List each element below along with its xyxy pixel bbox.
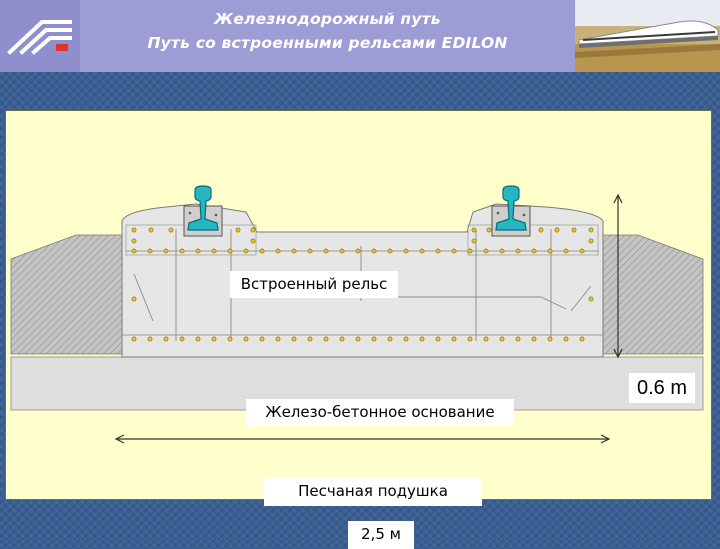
slide-title-line-1: Железнодорожный путь	[214, 10, 441, 28]
rebar-dot	[371, 248, 377, 254]
rebar-dot	[486, 227, 492, 233]
maglev-train-image	[575, 0, 720, 72]
rebar-dot	[307, 248, 313, 254]
rebar-dot	[131, 296, 137, 302]
rebar-dot	[371, 336, 377, 342]
rebar-dot	[387, 248, 393, 254]
rebar-dot	[211, 336, 217, 342]
rebar-dot	[588, 296, 594, 302]
rebar-dot	[195, 248, 201, 254]
rebar-dot	[323, 336, 329, 342]
rebar-dot	[538, 227, 544, 233]
rebar-dot	[250, 238, 256, 244]
rebar-dot	[547, 336, 553, 342]
rebar-dot	[131, 238, 137, 244]
rebar-dot	[131, 227, 137, 233]
height-dimension-label: 0.6 m	[629, 373, 695, 403]
rebar-dot	[147, 336, 153, 342]
rebar-dot	[259, 248, 265, 254]
rebar-dot	[515, 336, 521, 342]
rebar-dot	[467, 248, 473, 254]
left-embankment	[10, 234, 124, 355]
rebar-dot	[243, 248, 249, 254]
rebar-dot	[435, 336, 441, 342]
rebar-dot	[131, 336, 137, 342]
rebar-dot	[451, 248, 457, 254]
rebar-dot	[419, 248, 425, 254]
rebar-dot	[355, 248, 361, 254]
height-dimension-arrow	[613, 193, 623, 359]
rebar-dot	[291, 248, 297, 254]
rebar-dot	[531, 248, 537, 254]
rebar-dot	[227, 248, 233, 254]
rebar-dot	[579, 248, 585, 254]
rebar-dot	[179, 336, 185, 342]
right-embankment	[601, 234, 704, 355]
rebar-dot	[307, 336, 313, 342]
rebar-dot	[235, 227, 241, 233]
rebar-dot	[227, 336, 233, 342]
rebar-dot	[451, 336, 457, 342]
rebar-dot	[163, 336, 169, 342]
rebar-dot	[588, 227, 594, 233]
rebar-dot	[563, 336, 569, 342]
rebar-dot	[211, 248, 217, 254]
rebar-dot	[547, 248, 553, 254]
rebar-dot	[403, 336, 409, 342]
concrete-base-label: Железо-бетонное основание	[246, 399, 514, 426]
rebar-dot	[259, 336, 265, 342]
rebar-dot	[195, 336, 201, 342]
rebar-dot	[243, 336, 249, 342]
embedded-rail-label: Встроенный рельс	[230, 271, 398, 298]
rebar-dot	[588, 238, 594, 244]
rebar-dot	[168, 227, 174, 233]
rebar-dot	[554, 227, 560, 233]
rebar-dot	[275, 248, 281, 254]
rebar-dot	[403, 248, 409, 254]
right-rail-profile	[495, 185, 527, 231]
rebar-dot	[148, 227, 154, 233]
rebar-dot	[339, 336, 345, 342]
rebar-dot	[147, 248, 153, 254]
rebar-dot	[471, 227, 477, 233]
rebar-dot	[435, 248, 441, 254]
rebar-dot	[250, 227, 256, 233]
sand-cushion-label: Песчаная подушка	[264, 478, 482, 506]
diagram-panel: Встроенный рельс Железо-бетонное основан…	[5, 110, 712, 549]
left-rail-profile	[187, 185, 219, 231]
rebar-dot	[563, 248, 569, 254]
rebar-dot	[339, 248, 345, 254]
rebar-dot	[275, 336, 281, 342]
rebar-dot	[419, 336, 425, 342]
rebar-dot	[483, 336, 489, 342]
rebar-dot	[571, 227, 577, 233]
slide-title-line-2: Путь со встроенными рельсами EDILON	[147, 34, 508, 52]
rebar-dot	[179, 248, 185, 254]
width-dimension-label: 2,5 м	[348, 521, 414, 549]
rebar-dot	[323, 248, 329, 254]
rebar-dot	[483, 248, 489, 254]
slide-header: Железнодорожный путь Путь со встроенными…	[0, 0, 720, 72]
rebar-dot	[579, 336, 585, 342]
track-cross-section	[10, 185, 704, 444]
width-dimension-arrow	[114, 434, 611, 444]
rebar-dot	[355, 336, 361, 342]
rebar-dot	[515, 248, 521, 254]
rebar-dot	[467, 336, 473, 342]
rebar-dot	[499, 336, 505, 342]
rebar-dot	[471, 238, 477, 244]
rebar-dot	[163, 248, 169, 254]
rebar-dot	[499, 248, 505, 254]
rebar-dot	[291, 336, 297, 342]
railway-logo	[0, 0, 80, 72]
rebar-dot	[387, 336, 393, 342]
rebar-dot	[531, 336, 537, 342]
rebar-dot	[131, 248, 137, 254]
